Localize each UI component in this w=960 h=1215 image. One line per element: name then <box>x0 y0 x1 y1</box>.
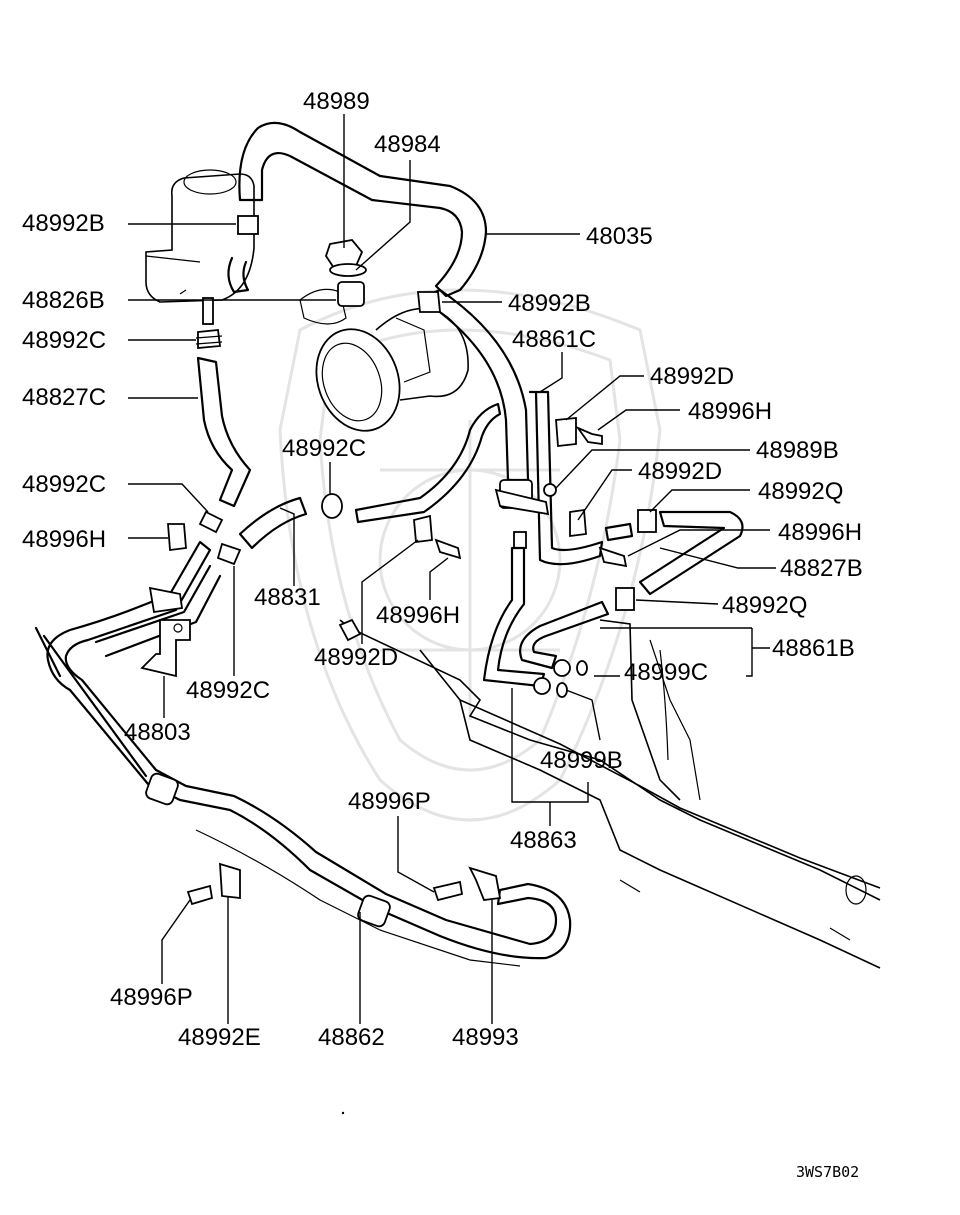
part-label-48861B[interactable]: 48861B <box>772 635 855 662</box>
reservoir-tank <box>145 169 255 325</box>
part-label-48992Q-b[interactable]: 48992Q <box>722 592 808 619</box>
steering-gear-box <box>339 619 881 969</box>
pipe-48861B <box>519 600 610 698</box>
clamp-48989B <box>494 483 557 516</box>
clamps-and-bolts <box>167 215 628 906</box>
part-label-48996P-b[interactable]: 48996P <box>110 984 193 1011</box>
pressure-pipe-48862 <box>34 540 572 967</box>
part-label-48993[interactable]: 48993 <box>452 1024 519 1051</box>
part-label-48992D-a[interactable]: 48992D <box>650 363 735 390</box>
part-label-48992D-b[interactable]: 48992D <box>638 458 723 485</box>
part-label-48992Q-a[interactable]: 48992Q <box>758 478 844 505</box>
part-label-48827C[interactable]: 48827C <box>22 384 107 411</box>
part-label-48996P-a[interactable]: 48996P <box>348 788 431 815</box>
part-label-48996H-b[interactable]: 48996H <box>22 526 107 553</box>
part-label-48984[interactable]: 48984 <box>374 131 441 158</box>
leader-lines <box>128 114 776 1024</box>
part-label-48826B[interactable]: 48826B <box>22 287 105 314</box>
suction-hose-48831 <box>238 402 502 550</box>
part-label-48992C-d[interactable]: 48992C <box>186 677 271 704</box>
part-label-48992C-a[interactable]: 48992C <box>22 327 107 354</box>
part-label-48035[interactable]: 48035 <box>586 223 653 250</box>
part-label-48863[interactable]: 48863 <box>510 827 577 854</box>
return-hose-48827C <box>195 329 252 508</box>
part-label-48827B[interactable]: 48827B <box>780 555 863 582</box>
part-label-48992D-c[interactable]: 48992D <box>314 644 399 671</box>
part-label-48996H-c[interactable]: 48996H <box>778 519 863 546</box>
part-label-48999B[interactable]: 48999B <box>540 747 623 774</box>
part-label-48861C[interactable]: 48861C <box>512 326 597 353</box>
part-label-48992E[interactable]: 48992E <box>178 1024 261 1051</box>
part-label-48992C-b[interactable]: 48992C <box>282 435 367 462</box>
part-label-48803[interactable]: 48803 <box>124 719 191 746</box>
part-label-48862[interactable]: 48862 <box>318 1024 385 1051</box>
upper-hose <box>238 121 488 298</box>
part-label-48992C-c[interactable]: 48992C <box>22 471 107 498</box>
return-hose-48827B <box>604 509 744 611</box>
part-label-48996H-d[interactable]: 48996H <box>376 602 461 629</box>
part-label-48992B-top[interactable]: 48992B <box>22 210 105 237</box>
part-label-48996H-a[interactable]: 48996H <box>688 398 773 425</box>
part-label-48999C[interactable]: 48999C <box>624 659 709 686</box>
power-steering-pump <box>299 239 469 432</box>
bracket-48803 <box>140 586 191 678</box>
part-label-48989B[interactable]: 48989B <box>756 437 839 464</box>
part-label-48992B-right[interactable]: 48992B <box>508 290 591 317</box>
part-label-48989[interactable]: 48989 <box>303 88 370 115</box>
stray-dot <box>341 1111 345 1115</box>
part-label-48831[interactable]: 48831 <box>254 584 321 611</box>
drawing-code: 3WS7B02 <box>796 1163 860 1181</box>
